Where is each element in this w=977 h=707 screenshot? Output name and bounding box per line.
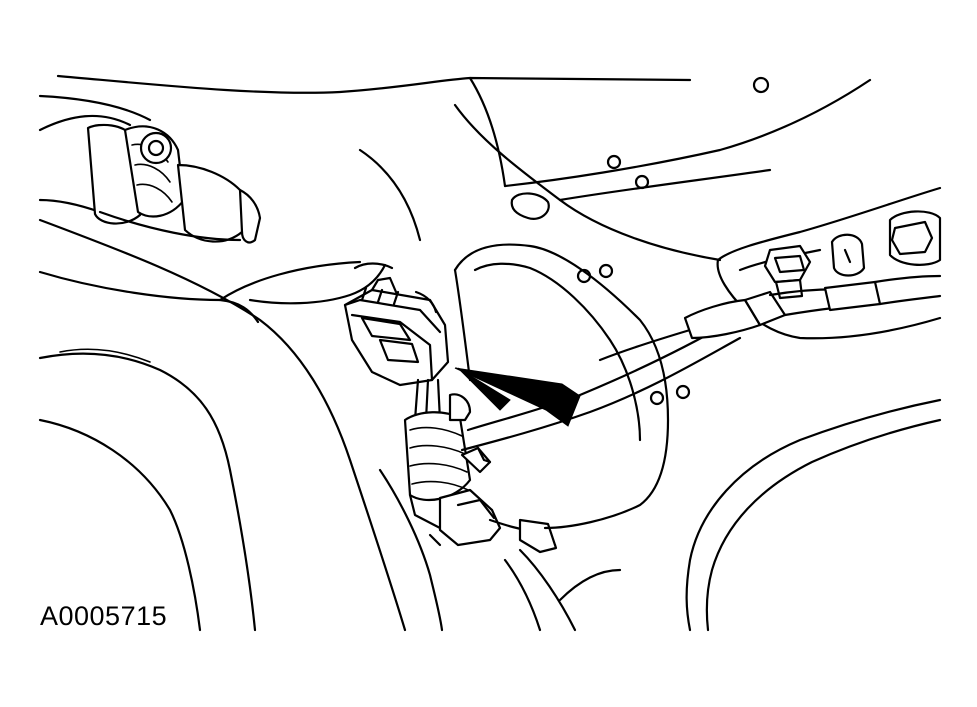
- figure-id-label: A0005715: [40, 601, 168, 631]
- electrical-connector: [343, 262, 450, 387]
- cable-terminal: [683, 274, 942, 340]
- indicator-arrow: [454, 367, 581, 427]
- ground-cable: [453, 243, 742, 530]
- ground-stud-bracket: [716, 186, 942, 340]
- upper-body-panel: [38, 74, 872, 262]
- lower-connector: [428, 446, 558, 554]
- heater-hose: [38, 114, 262, 244]
- left-fender-contours: [38, 218, 407, 632]
- right-wheel-well: [378, 398, 942, 632]
- panel-holes: [510, 76, 770, 406]
